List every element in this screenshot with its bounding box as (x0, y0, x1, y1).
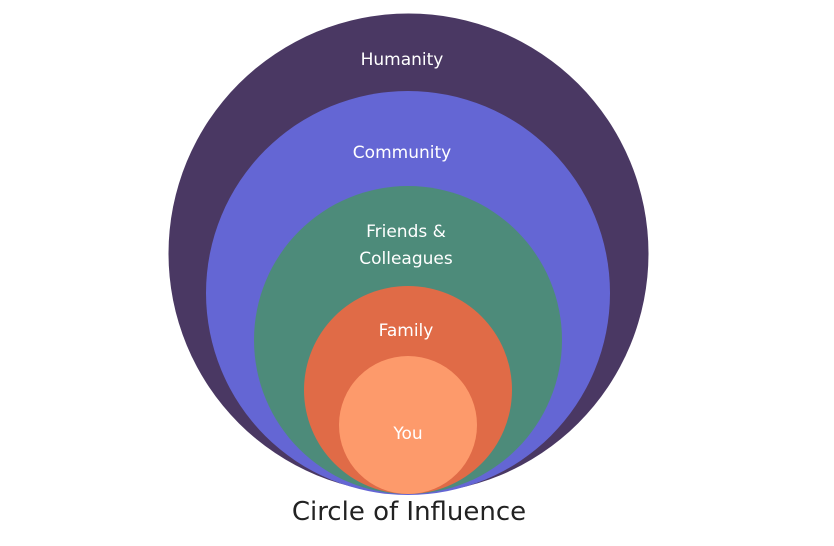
ring-you (339, 356, 477, 494)
label-community: Community (353, 143, 451, 163)
diagram-title: Circle of Influence (291, 497, 527, 527)
label-friends-line2: Colleagues (359, 249, 453, 269)
label-humanity: Humanity (361, 50, 444, 70)
label-family: Family (379, 321, 434, 341)
label-you: You (392, 424, 422, 444)
label-friends-line1: Friends & (366, 222, 446, 242)
